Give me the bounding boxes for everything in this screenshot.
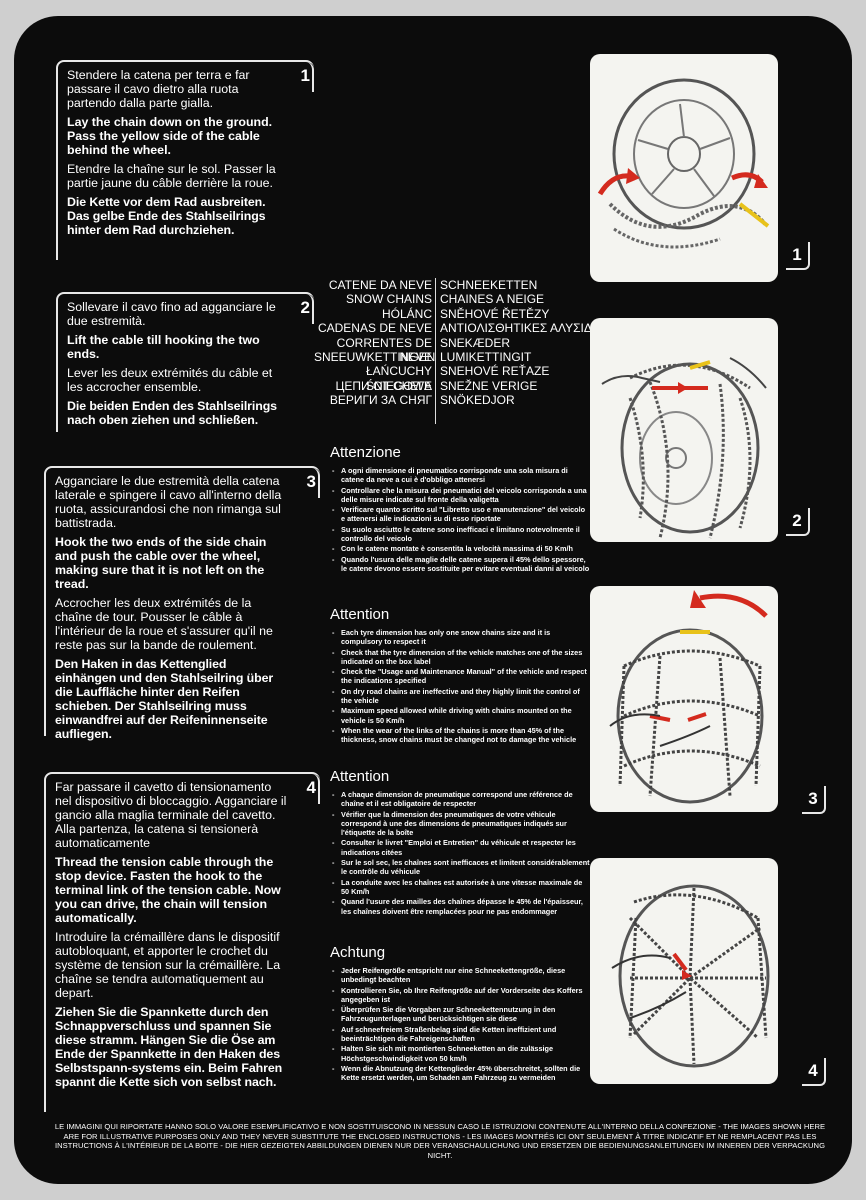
warning-item: Maximum speed allowed while driving with…	[332, 706, 590, 725]
language-label: ΑΝΤΙΟΛΙΣΘΗΤΙΚΕΣ ΑΛΥΣΙΔΕΣ	[440, 321, 608, 336]
warning-item: Con le catene montate è consentita la ve…	[332, 544, 590, 554]
illustration-number: 1	[786, 242, 810, 270]
language-label: CORRENTES DE NEVE	[336, 335, 432, 364]
warning-item: When the wear of the links of the chains…	[332, 726, 590, 745]
warning-item: Check that the tyre dimension of the veh…	[332, 648, 590, 667]
language-label: SCHNEEKETTEN	[440, 278, 538, 292]
step-text-it: Stendere la catena per terra e far passa…	[67, 68, 250, 110]
warning-en: Attention Each tyre dimension has only o…	[330, 606, 590, 746]
step-text-it: Far passare il cavetto di tensionamento …	[55, 780, 287, 850]
step-number: 3	[306, 472, 316, 491]
instruction-board: 1 Stendere la catena per terra e far pas…	[14, 16, 852, 1184]
warning-item: Jeder Reifengröße entspricht nur eine Sc…	[332, 966, 590, 985]
warning-item: Kontrollieren Sie, ob Ihre Reifengröße a…	[332, 986, 590, 1005]
language-label: HÓLÁNC	[381, 306, 432, 321]
warning-title: Attention	[330, 606, 390, 623]
warning-item: Su suolo asciutto le catene sono ineffic…	[332, 525, 590, 544]
warning-title: Attenzione	[330, 444, 401, 461]
warning-item: Auf schneefreiem Straßenbelag sind die K…	[332, 1025, 590, 1044]
language-label: SNÖKEDJOR	[440, 393, 515, 408]
warning-item: Quando l'usura delle maglie delle catene…	[332, 555, 590, 574]
step-text-fr: Etendre la chaîne sur le sol. Passer la …	[67, 162, 276, 190]
illustration-1	[590, 54, 778, 282]
warning-de: Achtung Jeder Reifengröße entspricht nur…	[330, 944, 590, 1084]
warning-fr: Attention A chaque dimension de pneumati…	[330, 768, 590, 917]
warning-item: Quand l'usure des mailles des chaînes dé…	[332, 897, 590, 916]
warning-item: Überprüfen Sie die Vorgaben zur Schneeke…	[332, 1005, 590, 1024]
step-text-en: Lay the chain down on the ground. Pass t…	[67, 115, 273, 157]
step-number: 4	[306, 778, 316, 797]
step-3: 3 Agganciare le due estremità della cate…	[44, 466, 320, 741]
step-text-de: Die Kette vor dem Rad ausbreiten. Das ge…	[67, 195, 266, 237]
step-text-it: Agganciare le due estremità della catena…	[55, 474, 282, 530]
step-text-it: Sollevare il cavo fino ad agganciare le …	[67, 300, 276, 328]
language-label: SNOW CHAINS	[345, 292, 432, 307]
warning-title: Attention	[330, 768, 390, 785]
language-label: ЦЕПИ ОТ СНЕГА	[335, 378, 433, 393]
warning-item: Halten Sie sich mit montierten Schneeket…	[332, 1044, 590, 1063]
language-label: SNEEUWKETTINGEN	[314, 349, 436, 364]
language-label: LUMIKETTINGIT	[440, 349, 532, 364]
warning-it: Attenzione A ogni dimensione di pneumati…	[330, 444, 590, 574]
step-text-en: Hook the two ends of the side chain and …	[55, 535, 267, 591]
warning-item: A chaque dimension de pneumatique corres…	[332, 790, 590, 809]
step-text-en: Thread the tension cable through the sto…	[55, 855, 281, 925]
warning-item: Verificare quanto scritto sul "Libretto …	[332, 505, 590, 524]
step-text-fr: Introduire la crémaillère dans le dispos…	[55, 930, 281, 1000]
language-list-left: CATENE DA NEVE SNOW CHAINS HÓLÁNC CADENA…	[314, 278, 436, 408]
step-number: 2	[300, 298, 310, 317]
language-label: SNĚHOVÉ ŘETĚZY	[440, 306, 550, 321]
warning-item: Controllare che la misura dei pneumatici…	[332, 486, 590, 505]
step-text-en: Lift the cable till hooking the two ends…	[67, 333, 260, 361]
language-label: SNEKÆDER	[440, 335, 511, 350]
step-text-de: Ziehen Sie die Spannkette durch den Schn…	[55, 1005, 283, 1089]
warning-item: Check the "Usage and Maintenance Manual"…	[332, 667, 590, 686]
language-label: CADENAS DE NEVE	[317, 321, 432, 336]
step-text-fr: Lever les deux extrémités du câble et le…	[67, 366, 273, 394]
warning-item: Sur le sol sec, les chaînes sont ineffic…	[332, 858, 590, 877]
language-label: ŁAŃCUCHY ŚNIEGOWE	[365, 364, 432, 393]
step-2: 2 Sollevare il cavo fino ad agganciare l…	[56, 292, 314, 432]
step-text-fr: Accrocher les deux extrémités de la chaî…	[55, 596, 273, 652]
warning-item: La conduite avec les chaînes est autoris…	[332, 878, 590, 897]
illustration-number: 3	[802, 786, 826, 814]
warning-item: Vérifier que la dimension des pneumatiqu…	[332, 810, 590, 838]
language-label: CHAINES A NEIGE	[440, 292, 545, 307]
warning-title: Achtung	[330, 944, 386, 961]
language-label: SNEŽNE VERIGE	[440, 378, 538, 393]
illustration-4	[590, 858, 778, 1084]
step-number: 1	[300, 66, 310, 85]
language-label: CATENE DA NEVE	[328, 278, 432, 292]
language-label: SNEHOVÉ REŤAZE	[440, 364, 550, 379]
step-text-de: Die beiden Enden des Stahlseilrings nach…	[67, 399, 277, 427]
illustration-3	[590, 586, 778, 812]
warning-item: Each tyre dimension has only one snow ch…	[332, 628, 590, 647]
language-list-right: SCHNEEKETTEN CHAINES A NEIGE SNĚHOVÉ ŘET…	[440, 278, 630, 408]
illustration-number: 2	[786, 508, 810, 536]
warning-item: A ogni dimensione di pneumatico corrispo…	[332, 466, 590, 485]
disclaimer-footer: LE IMMAGINI QUI RIPORTATE HANNO SOLO VAL…	[54, 1122, 826, 1160]
warning-item: Consulter le livret "Emploi et Entretien…	[332, 838, 590, 857]
warning-item: On dry road chains are ineffective and t…	[332, 687, 590, 706]
step-text-de: Den Haken in das Kettenglied einhängen u…	[55, 657, 274, 741]
illustration-2	[590, 318, 778, 542]
illustration-number: 4	[802, 1058, 826, 1086]
step-4: 4 Far passare il cavetto di tensionament…	[44, 772, 320, 1112]
warning-item: Wenn die Abnutzung der Kettenglieder 45%…	[332, 1064, 590, 1083]
step-1: 1 Stendere la catena per terra e far pas…	[56, 60, 314, 260]
language-label: ВЕРИГИ ЗА СНЯГ	[329, 393, 432, 408]
